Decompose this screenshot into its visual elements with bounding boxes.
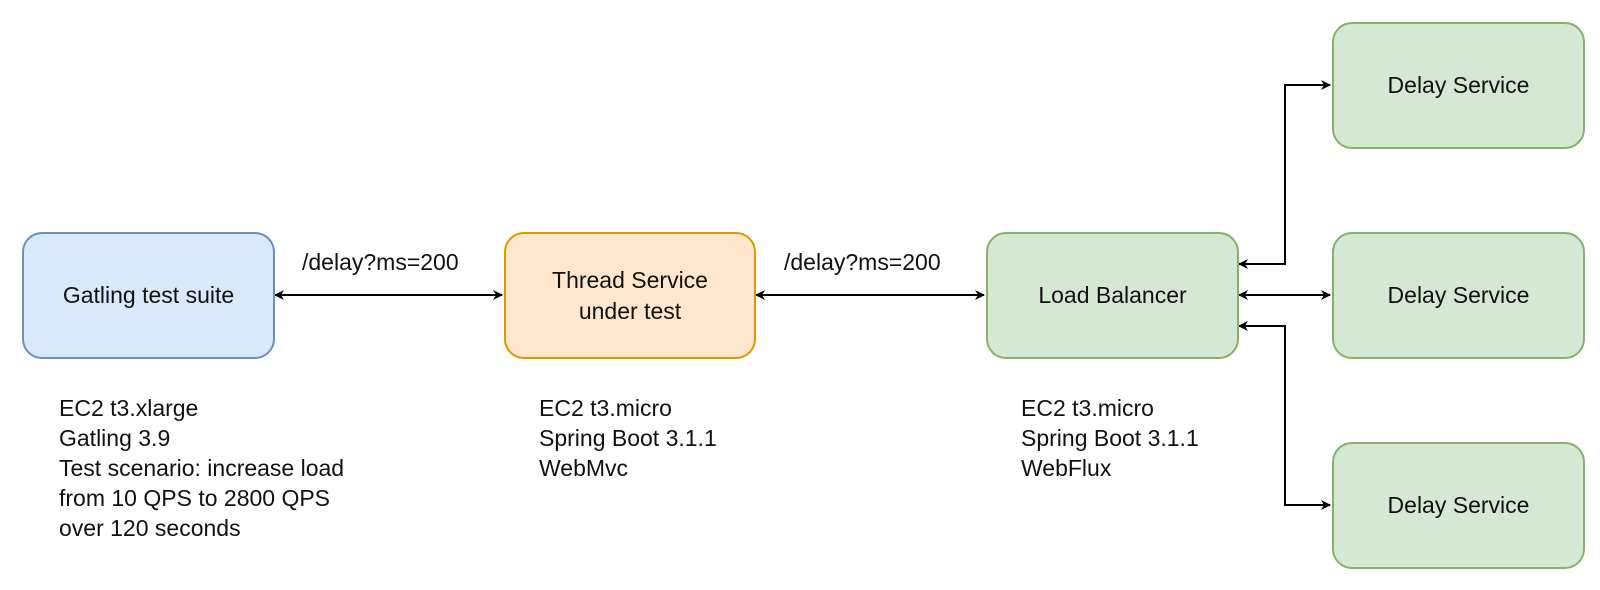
thread-service-spec-note: EC2 t3.micro Spring Boot 3.1.1 WebMvc <box>539 395 717 481</box>
gatling-test-suite-node: Gatling test suite <box>22 232 275 359</box>
delay-service-node-middle: Delay Service <box>1332 232 1585 359</box>
load-balancer-node: Load Balancer <box>986 232 1239 359</box>
load-balancer-spec-note: EC2 t3.micro Spring Boot 3.1.1 WebFlux <box>1021 395 1199 481</box>
edge-label-thread-loadbalancer: /delay?ms=200 <box>784 249 941 275</box>
thread-service-node: Thread Service under test <box>504 232 756 359</box>
delay-service-node-bottom: Delay Service <box>1332 442 1585 569</box>
edge-label-gatling-thread: /delay?ms=200 <box>302 249 459 275</box>
edge-loadbalancer-delay-bottom <box>1238 321 1331 510</box>
edge-loadbalancer-delay-top <box>1238 80 1331 269</box>
gatling-spec-note: EC2 t3.xlarge Gatling 3.9 Test scenario:… <box>59 395 345 541</box>
delay-service-node-top: Delay Service <box>1332 22 1585 149</box>
